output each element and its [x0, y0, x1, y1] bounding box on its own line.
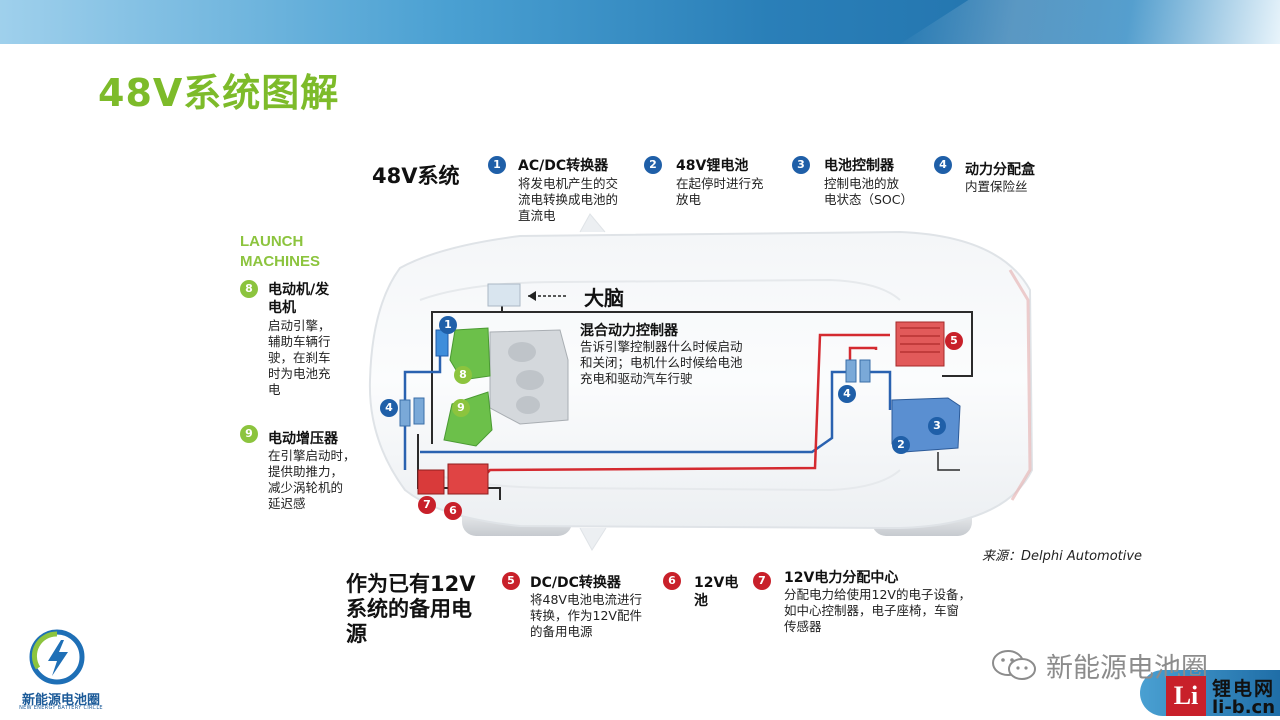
badge-8: 8	[454, 366, 472, 384]
item-48v-1-badge: 1	[488, 156, 506, 174]
12v-battery	[447, 463, 489, 495]
logo-name: 新能源电池圈	[21, 693, 100, 708]
badge-7: 7	[418, 496, 436, 514]
top-banner	[0, 0, 1280, 44]
item-48v-3-title: 电池控制器	[824, 158, 894, 174]
hybrid-title: 混合动力控制器	[580, 323, 678, 339]
item-5-desc: 将48V电池电流进行转换，作为12V配件的备用电源	[530, 592, 642, 639]
item-9-desc: 在引擎启动时，提供助推力，减少涡轮机的延迟感	[268, 448, 356, 511]
logo-subtitle: NEW ENERGY BATTERY CIRCLE	[19, 705, 103, 711]
item-9-title: 电动增压器	[268, 431, 338, 447]
item-7-badge: 7	[753, 572, 771, 590]
brain-controller	[487, 283, 521, 307]
badge-6: 6	[444, 502, 462, 520]
item-6-badge: 6	[663, 572, 681, 590]
item-5-badge: 5	[502, 572, 520, 590]
item-8-badge: 8	[240, 280, 258, 298]
item-5-title: DC/DC转换器	[530, 575, 621, 591]
badge-4-left: 4	[380, 399, 398, 417]
lib-logo-mark: Li	[1166, 676, 1206, 716]
badge-5: 5	[945, 332, 963, 350]
lib-url: li-b.cn	[1212, 697, 1276, 718]
item-48v-2-badge: 2	[644, 156, 662, 174]
car-body	[368, 230, 1034, 530]
lib-brand-name: 锂电网	[1212, 678, 1276, 700]
banner-streak	[900, 0, 1280, 44]
badge-1: 1	[439, 316, 457, 334]
item-48v-1-title: AC/DC转换器	[518, 158, 609, 174]
item-48v-4-title: 动力分配盒	[965, 162, 1035, 178]
system-48v-title: 48V系统	[372, 164, 460, 188]
source-credit: 来源：Delphi Automotive	[982, 549, 1143, 564]
item-48v-3-badge: 3	[792, 156, 810, 174]
logo-mark	[29, 629, 85, 685]
item-48v-4-desc: 内置保险丝	[965, 179, 1028, 194]
page-title: 48V系统图解	[98, 71, 340, 115]
item-48v-4-badge: 4	[934, 156, 952, 174]
badge-4-right: 4	[838, 385, 856, 403]
item-7-desc: 分配电力给使用12V的电子设备，如中心控制器，电子座椅，车窗传感器	[784, 587, 971, 634]
item-9-badge: 9	[240, 425, 258, 443]
item-48v-2-desc: 在起停时进行充放电	[676, 176, 764, 207]
item-6-title: 12V电池	[694, 575, 739, 609]
item-48v-1-desc: 将发电机产生的交流电转换成电池的直流电	[518, 176, 619, 223]
12v-distribution	[417, 469, 445, 495]
item-48v-3-desc: 控制电池的放电状态（SOC）	[824, 176, 914, 207]
badge-9: 9	[452, 399, 470, 417]
brain-label: 大脑	[584, 286, 624, 310]
wechat-icon	[992, 650, 1036, 680]
badge-2: 2	[892, 436, 910, 454]
item-48v-2-title: 48V锂电池	[676, 158, 749, 174]
hybrid-desc: 告诉引擎控制器什么时候启动和关闭；电机什么时候给电池充电和驱动汽车行驶	[580, 339, 743, 386]
item-8-desc: 启动引擎，辅助车辆行驶，在刹车时为电池充电	[268, 318, 331, 397]
item-7-title: 12V电力分配中心	[784, 570, 899, 586]
badge-3: 3	[928, 417, 946, 435]
page-pill	[1140, 670, 1280, 716]
item-8-title: 电动机/发电机	[268, 282, 330, 316]
